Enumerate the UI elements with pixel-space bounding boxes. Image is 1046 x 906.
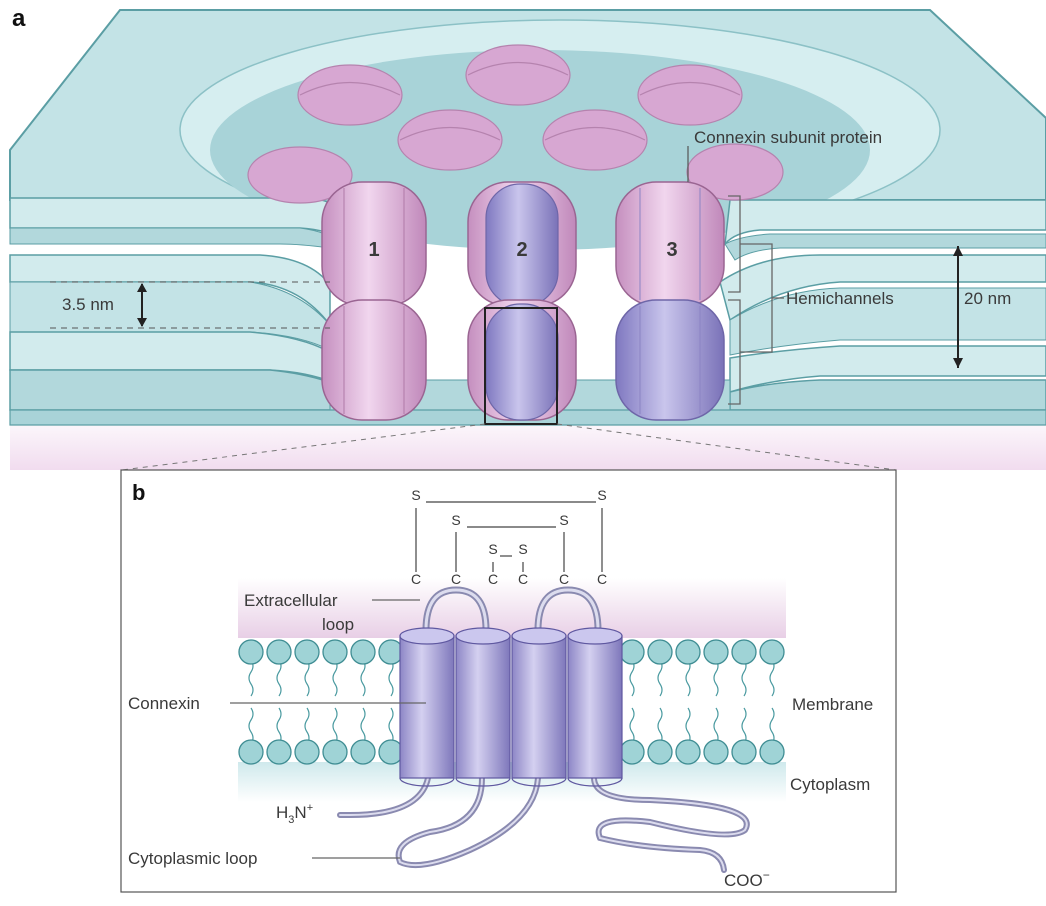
- lipid-bilayer-left: [238, 639, 404, 765]
- zoom-connectors: [121, 423, 897, 471]
- zoom-box: [484, 307, 558, 425]
- connexon-bg-7: [686, 143, 784, 201]
- channel-2-number: 2: [516, 239, 527, 261]
- membrane-label: Membrane: [792, 695, 873, 714]
- gap-annotation: 3.5 nm: [50, 281, 330, 329]
- lipid-bilayer-right: [619, 639, 785, 765]
- helix-2: [455, 627, 511, 787]
- hemichannels-label: Hemichannels: [786, 289, 894, 308]
- channel-3-lower-hemichannel: [615, 299, 725, 421]
- amino-terminus-label: H3N+: [276, 802, 313, 826]
- background-connexons: [247, 44, 784, 204]
- connexin-subunit-annotation: Connexin subunit protein: [687, 128, 882, 182]
- connexon-bg-5: [542, 109, 648, 171]
- cytoplasm-label: Cytoplasm: [790, 775, 870, 794]
- extracellular-region: [238, 578, 786, 638]
- extracellular-loop-label-line1: Extracellular: [244, 591, 338, 610]
- panel-a: a: [9, 5, 1046, 470]
- atom-labels: S S S S S S C C C C C C: [411, 487, 607, 587]
- connexon-bg-2: [465, 44, 571, 106]
- thickness-annotation: 20 nm: [953, 246, 1011, 368]
- h3n-sup: +: [307, 802, 313, 814]
- channel-1-number: 1: [368, 239, 379, 261]
- c-1: C: [411, 571, 421, 587]
- panel-b: b: [120, 469, 897, 893]
- h3n-h: H: [276, 803, 288, 822]
- c-6: C: [597, 571, 607, 587]
- channel-3-number: 3: [666, 239, 677, 261]
- channel-1-lower-hemichannel: [321, 299, 427, 421]
- s-1-right: S: [597, 487, 606, 503]
- s-3-left: S: [488, 541, 497, 557]
- gap-label: 3.5 nm: [62, 295, 114, 314]
- helix-3: [511, 627, 567, 787]
- channel-1: 1: [321, 181, 427, 421]
- channel-3: 3: [615, 181, 725, 421]
- extracellular-loop-label-line2: loop: [322, 615, 354, 634]
- helix-4: [567, 627, 623, 787]
- connexon-bg-4: [397, 109, 503, 171]
- panel-a-letter: a: [12, 5, 26, 32]
- s-3-right: S: [518, 541, 527, 557]
- connexin-label: Connexin: [128, 694, 200, 713]
- transmembrane-helices: [399, 627, 623, 787]
- connexon-bg-1: [297, 64, 403, 126]
- h3n-n: N: [294, 803, 306, 822]
- connexon-bg-6: [247, 146, 353, 204]
- panel-b-leaders: [230, 599, 426, 859]
- coo-sup: −: [763, 868, 770, 882]
- helix-1: [399, 627, 455, 787]
- channel-2-lower-hemichannel: [485, 303, 559, 421]
- connexon-bg-3: [637, 64, 743, 126]
- s-1-left: S: [411, 487, 420, 503]
- thickness-label: 20 nm: [964, 289, 1011, 308]
- cytoplasmic-loop-label: Cytoplasmic loop: [128, 849, 257, 868]
- s-2-right: S: [559, 512, 568, 528]
- c-3: C: [488, 571, 498, 587]
- connexin-subunit-label: Connexin subunit protein: [694, 128, 882, 147]
- c-5: C: [559, 571, 569, 587]
- carboxy-terminus-label: COO−: [724, 868, 770, 890]
- hemichannel-brackets: [728, 195, 784, 405]
- s-2-left: S: [451, 512, 460, 528]
- panel-b-letter: b: [132, 480, 145, 505]
- disulfide-bonds: [415, 501, 603, 572]
- c-4: C: [518, 571, 528, 587]
- channel-2: 2: [467, 181, 577, 425]
- coo-main: COO: [724, 871, 763, 890]
- h3n-sub: 3: [288, 814, 294, 826]
- c-2: C: [451, 571, 461, 587]
